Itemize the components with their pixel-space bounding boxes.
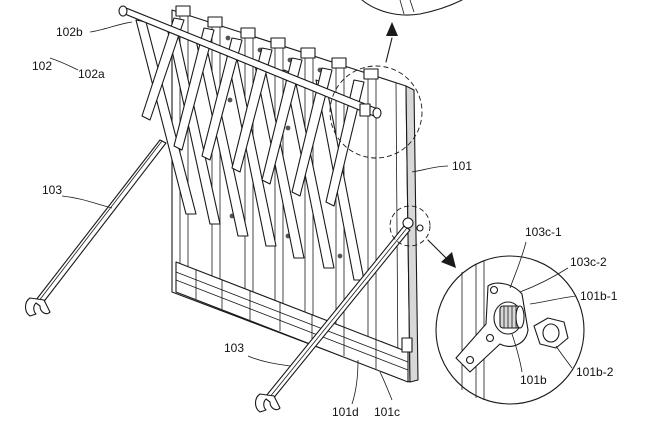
reference-labels: 102b 102 102a 103 101 103c-1 103c-2 101b… <box>32 25 618 419</box>
label-101b-2: 101b-2 <box>576 365 614 379</box>
support-strut-right <box>254 217 424 413</box>
label-101b: 101b <box>520 373 547 387</box>
label-101b-1: 101b-1 <box>580 289 618 303</box>
label-102: 102 <box>32 59 52 73</box>
bolt-magnified-detail <box>435 255 585 405</box>
label-101: 101 <box>452 159 472 173</box>
top-rod <box>118 5 382 119</box>
label-103-bottom: 103 <box>224 341 244 355</box>
label-103-top: 103 <box>42 183 62 197</box>
label-103c-2: 103c-2 <box>570 255 607 269</box>
label-102a: 102a <box>78 67 105 81</box>
support-strut-left <box>24 139 167 317</box>
label-101c: 101c <box>374 405 400 419</box>
top-magnified-detail <box>361 0 463 16</box>
rib-tabs <box>175 5 379 80</box>
label-103c-1: 103c-1 <box>525 225 562 239</box>
leader-lines <box>49 21 577 405</box>
label-101d: 101d <box>332 405 359 419</box>
detail-callouts <box>329 22 456 268</box>
diagonal-bars <box>135 17 365 281</box>
label-102b: 102b <box>56 25 83 39</box>
